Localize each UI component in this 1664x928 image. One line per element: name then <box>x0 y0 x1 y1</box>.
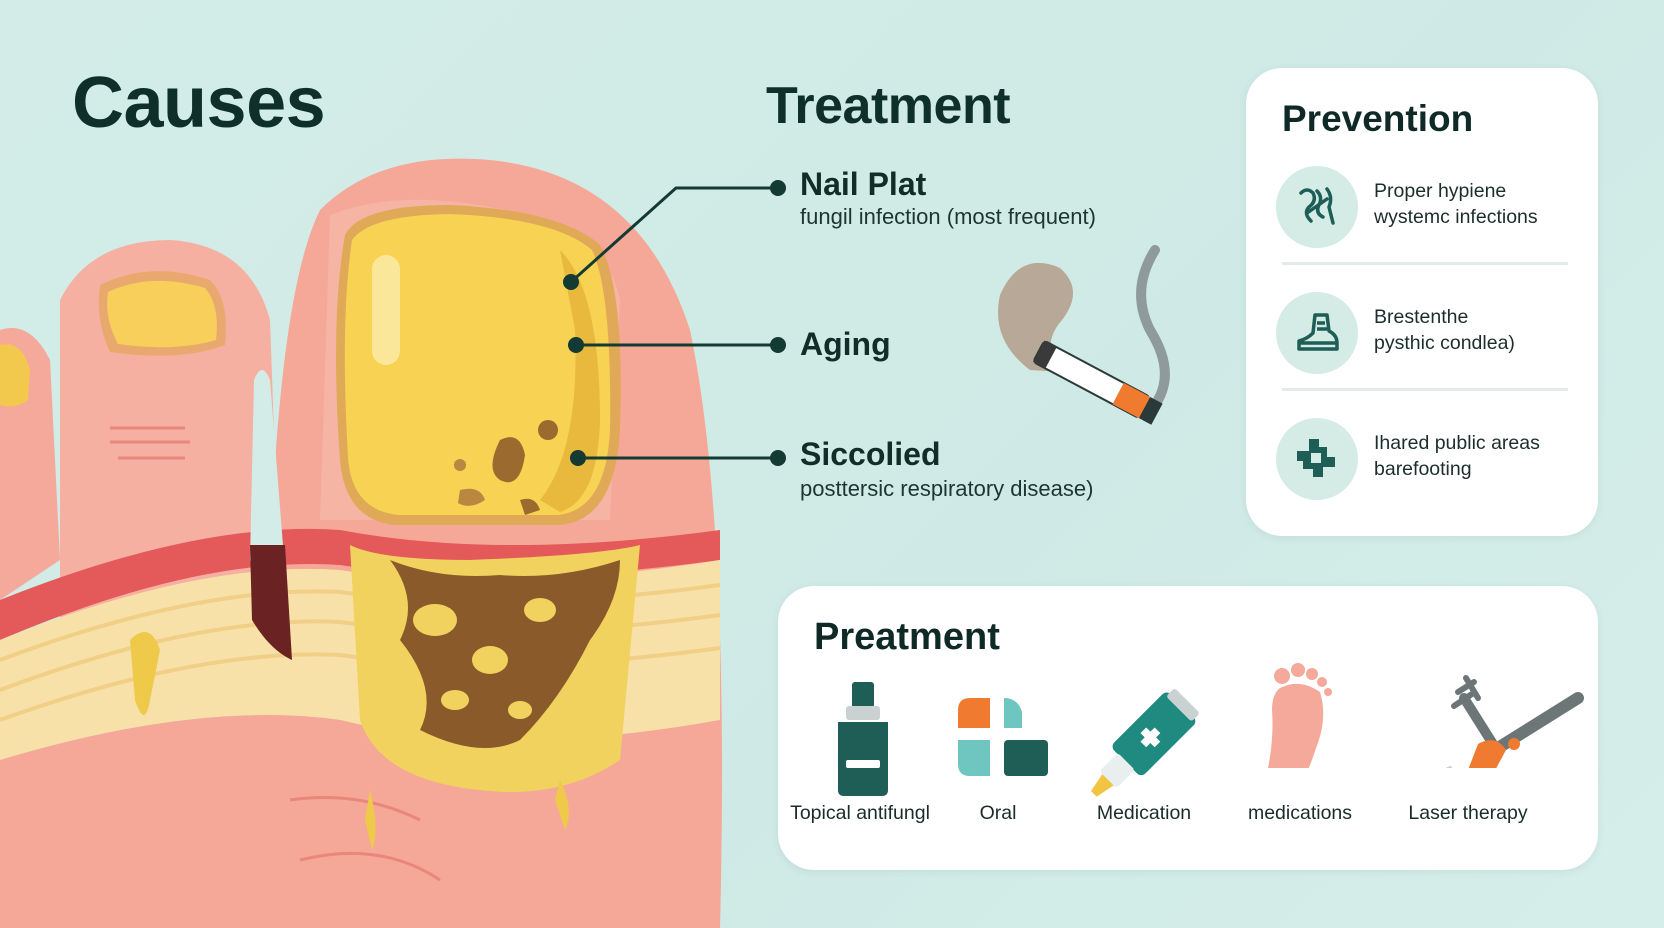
treatment-item: Topical antifungl <box>780 678 940 858</box>
ointment-tube-icon <box>1091 689 1199 797</box>
skin-layers <box>0 528 721 928</box>
treatment-label: medications <box>1247 802 1353 824</box>
treatment-item: Laser therapy <box>1388 675 1584 858</box>
treatment-title: Treatment <box>766 77 1011 135</box>
hygiene-icon <box>1276 166 1358 248</box>
divider <box>1282 262 1568 265</box>
prevention-card: Prevention Proper hypiene wystemc infecti… <box>1246 68 1598 536</box>
cigarette-icon <box>998 245 1170 425</box>
pills-icon <box>958 698 1048 776</box>
prevention-item-line2: pysthic condlea) <box>1374 332 1515 354</box>
treatment-options-title: Preatment <box>814 616 1000 658</box>
foot-icon <box>1268 663 1332 768</box>
laser-device-icon <box>1445 675 1584 768</box>
callout-dots <box>563 180 786 466</box>
treatment-label: Topical antifungl <box>790 802 930 824</box>
treatment-label: Oral <box>979 802 1017 824</box>
dropper-bottle-icon <box>838 682 888 796</box>
prevention-title: Prevention <box>1282 98 1474 139</box>
prevention-item-line1: Ihared public areas <box>1374 432 1540 454</box>
prevention-item: Brestenthe pysthic condlea) <box>1276 290 1576 376</box>
causes-title: Causes <box>72 63 326 143</box>
shoe-icon <box>1276 292 1358 374</box>
prevention-item: Ihared public areas barefooting <box>1276 416 1576 502</box>
treatment-item: Medication <box>1064 678 1224 858</box>
small-toes <box>0 240 280 620</box>
prevention-item-line2: wystemc infections <box>1374 206 1538 228</box>
divider <box>1282 388 1568 391</box>
puzzle-icon <box>1276 418 1358 500</box>
prevention-item-line1: Proper hypiene <box>1374 180 1507 202</box>
treatment-options-card: Preatment Topical antifungl Oral <box>778 586 1598 870</box>
treatment-label: Laser therapy <box>1408 802 1528 824</box>
callout-aging: Aging <box>800 326 891 362</box>
callout-siccolied-desc: posttersic respiratory disease) <box>800 476 1094 501</box>
callout-nail-plate-desc: fungil infection (most frequent) <box>800 204 1096 229</box>
prevention-item-line1: Brestenthe <box>1374 306 1469 328</box>
prevention-item: Proper hypiene wystemc infections <box>1276 164 1576 250</box>
treatment-item: Oral <box>918 678 1078 858</box>
prevention-item-line2: barefooting <box>1374 458 1472 480</box>
callout-nail-plate: Nail Plat <box>800 166 927 202</box>
treatment-label: Medication <box>1096 802 1192 824</box>
callout-lines <box>569 186 778 460</box>
callout-siccolied: Siccolied <box>800 436 941 472</box>
treatment-item: medications <box>1220 663 1380 858</box>
